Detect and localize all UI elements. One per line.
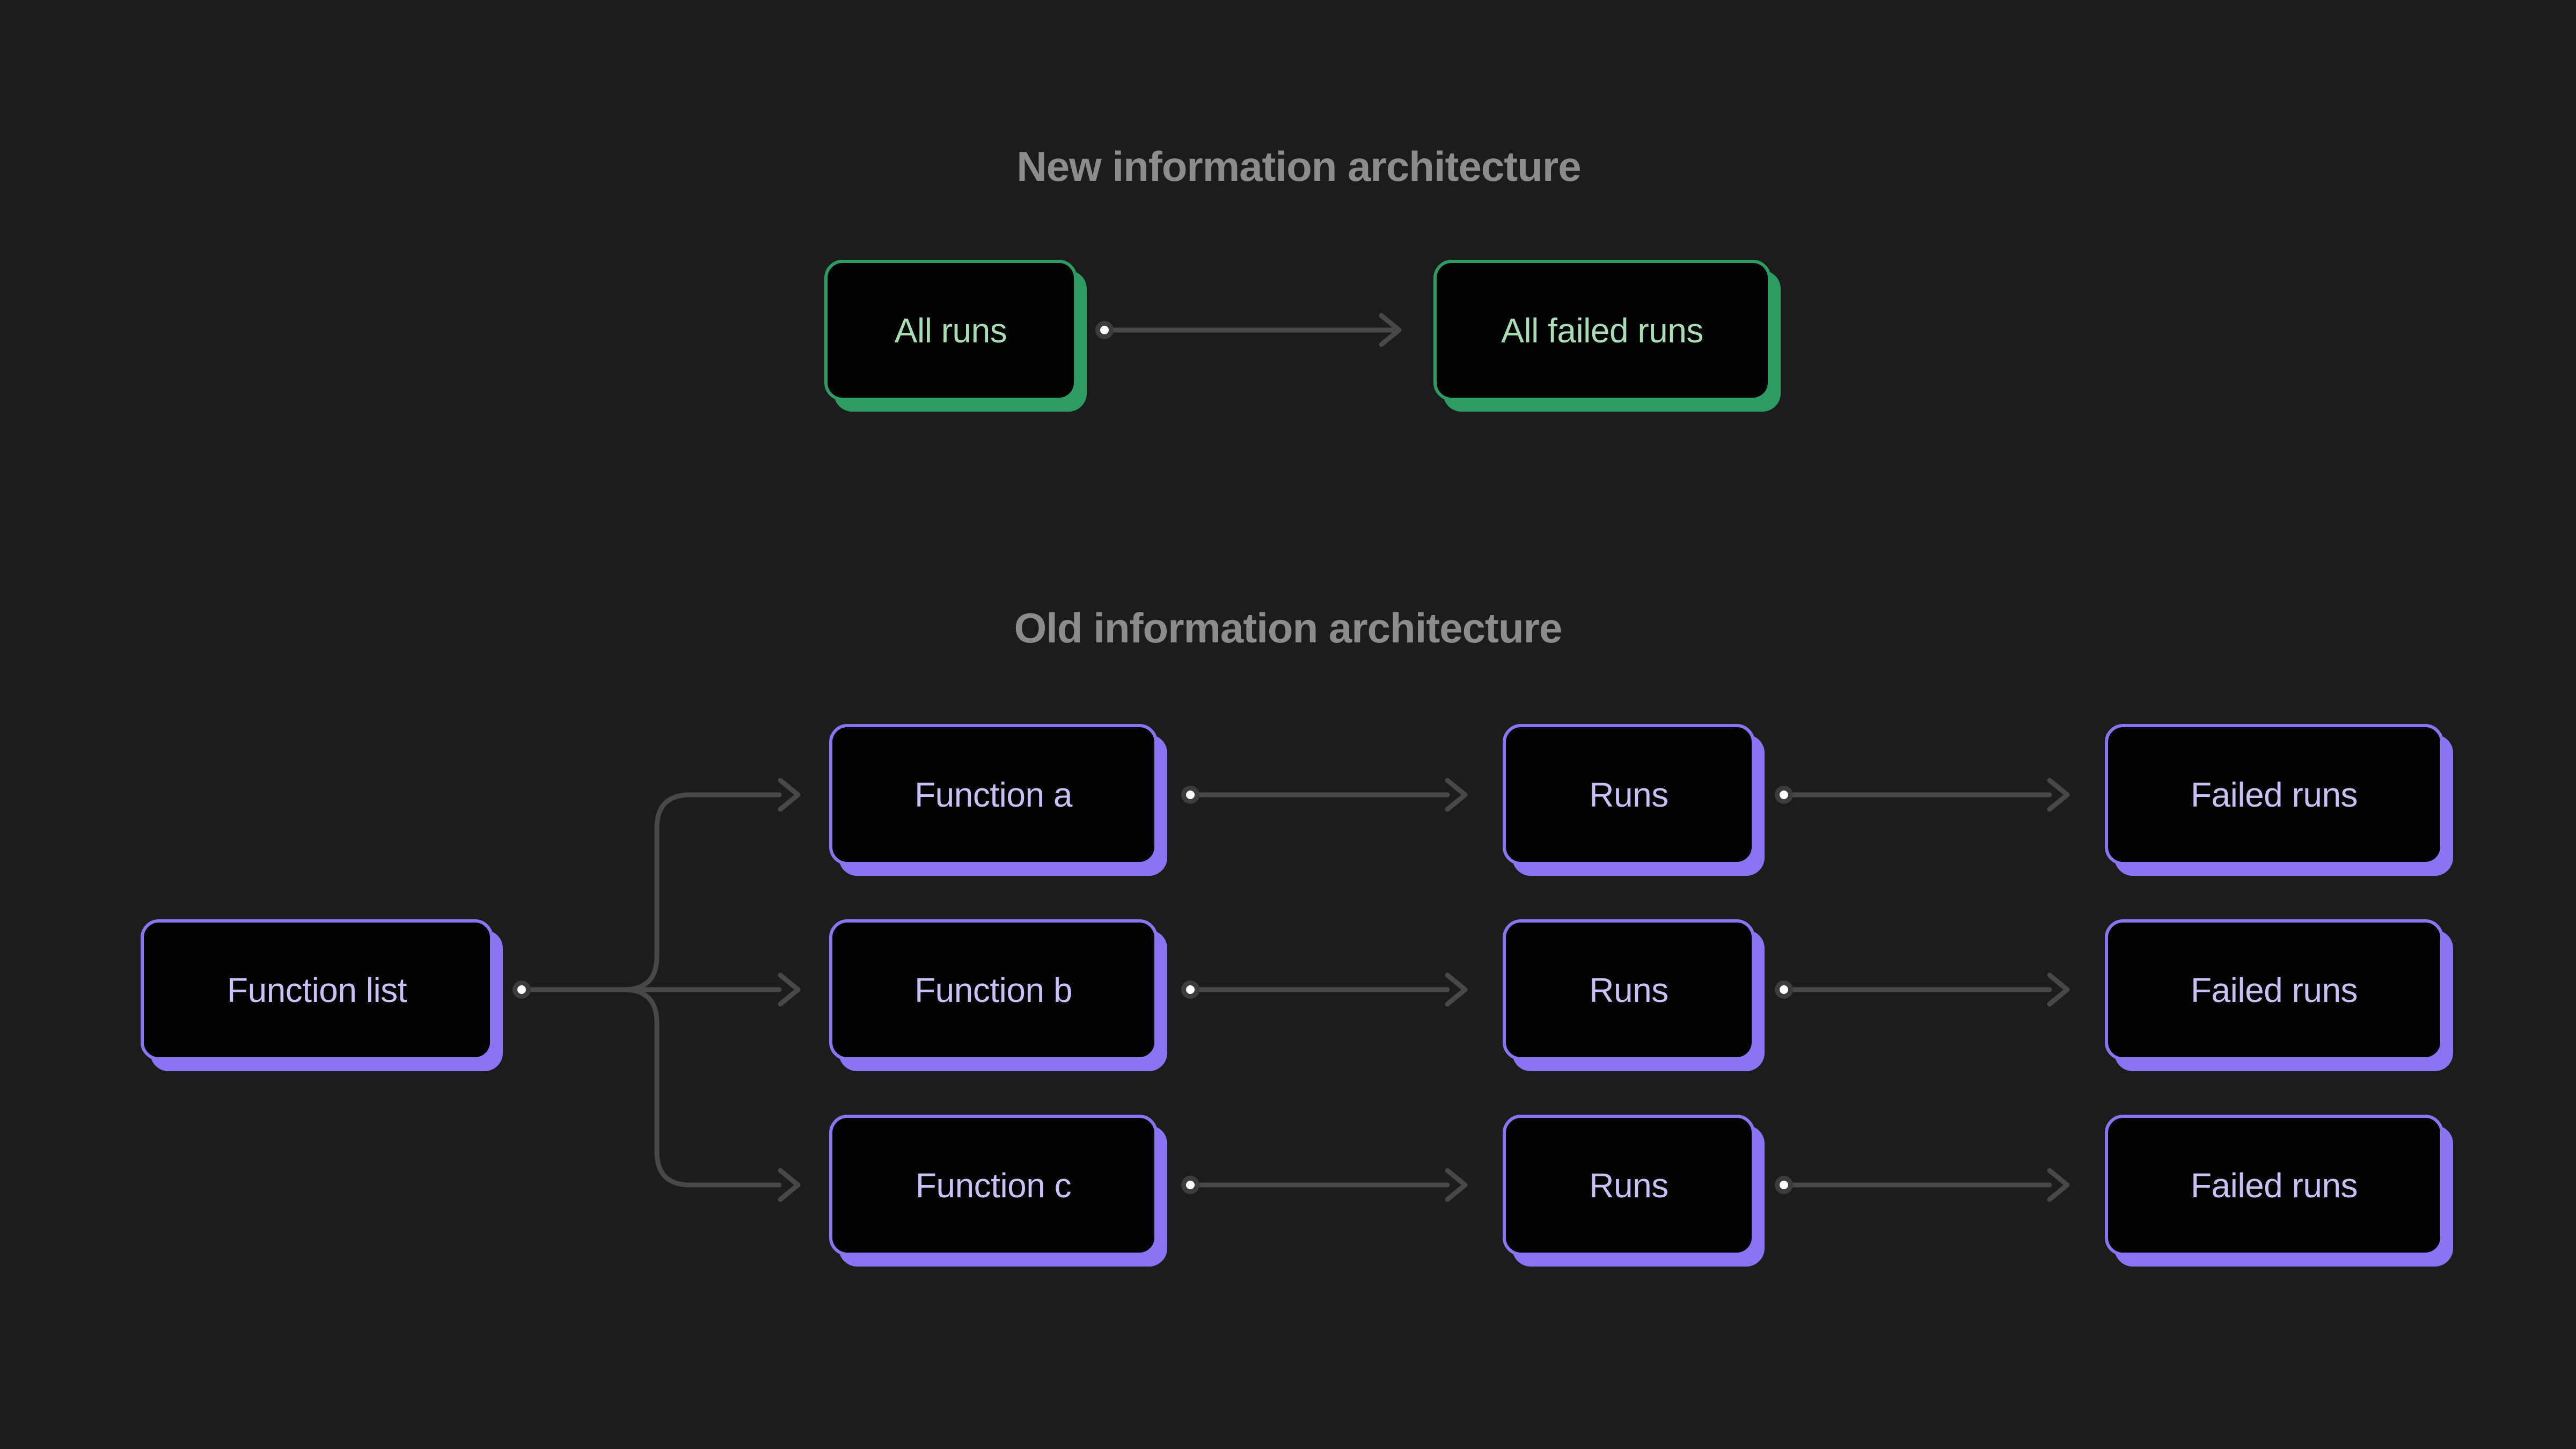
edge-all-runs-to-all-failed-runs xyxy=(1095,313,1402,347)
node-label: All failed runs xyxy=(1501,311,1703,350)
node-label: Function a xyxy=(914,775,1072,814)
edge-line xyxy=(621,792,782,992)
node-function-c: Function c xyxy=(829,1115,1158,1256)
node-label: Failed runs xyxy=(2190,775,2358,814)
node-runs-a: Runs xyxy=(1503,724,1755,865)
edge-function-c-to-runs xyxy=(1181,1168,1468,1202)
connector-dot xyxy=(1181,786,1199,804)
arrowhead-icon xyxy=(1379,313,1402,347)
arrowhead-icon xyxy=(778,972,801,1007)
node-label: Function b xyxy=(914,970,1072,1009)
connector-dot xyxy=(1095,321,1114,339)
node-label: Runs xyxy=(1589,970,1668,1009)
node-failed-runs-b: Failed runs xyxy=(2105,919,2443,1060)
edge-runs-to-failed-runs-c xyxy=(1775,1168,2070,1202)
section-title-old: Old information architecture xyxy=(1014,604,1563,652)
edge-function-a-to-runs xyxy=(1181,778,1468,812)
arrowhead-icon xyxy=(1445,972,1468,1007)
connector-dot xyxy=(1181,1176,1199,1194)
edge-function-list-to-function-a xyxy=(621,778,801,992)
connector-dot xyxy=(513,980,531,999)
edge-line xyxy=(621,987,782,1188)
arrowhead-icon xyxy=(2047,778,2070,812)
node-label: Runs xyxy=(1589,1166,1668,1205)
node-runs-c: Runs xyxy=(1503,1115,1755,1256)
edge-runs-to-failed-runs-b xyxy=(1775,972,2070,1007)
edge-runs-to-failed-runs-a xyxy=(1775,778,2070,812)
connector-dot xyxy=(1775,786,1793,804)
node-failed-runs-c: Failed runs xyxy=(2105,1115,2443,1256)
arrowhead-icon xyxy=(778,778,801,812)
edge-function-list-to-function-b xyxy=(513,972,801,1007)
node-label: Failed runs xyxy=(2190,970,2358,1009)
node-label: Failed runs xyxy=(2190,1166,2358,1205)
node-failed-runs-a: Failed runs xyxy=(2105,724,2443,865)
edge-function-b-to-runs xyxy=(1181,972,1468,1007)
edge-function-list-to-function-c xyxy=(621,987,801,1202)
arrowhead-icon xyxy=(2047,1168,2070,1202)
arrowhead-icon xyxy=(1445,778,1468,812)
arrowhead-icon xyxy=(2047,972,2070,1007)
node-label: All runs xyxy=(894,311,1007,350)
section-title-new: New information architecture xyxy=(1016,143,1581,190)
connector-dot xyxy=(1775,1176,1793,1194)
arrowhead-icon xyxy=(778,1168,801,1202)
node-function-b: Function b xyxy=(829,919,1158,1060)
connector-dot xyxy=(1181,980,1199,999)
node-all-failed-runs: All failed runs xyxy=(1433,260,1771,401)
node-label: Function c xyxy=(915,1166,1072,1205)
node-function-list: Function list xyxy=(141,919,493,1060)
connector-dot xyxy=(1775,980,1793,999)
node-function-a: Function a xyxy=(829,724,1158,865)
node-runs-b: Runs xyxy=(1503,919,1755,1060)
node-label: Runs xyxy=(1589,775,1668,814)
arrowhead-icon xyxy=(1445,1168,1468,1202)
node-all-runs: All runs xyxy=(824,260,1077,401)
node-label: Function list xyxy=(227,970,407,1009)
